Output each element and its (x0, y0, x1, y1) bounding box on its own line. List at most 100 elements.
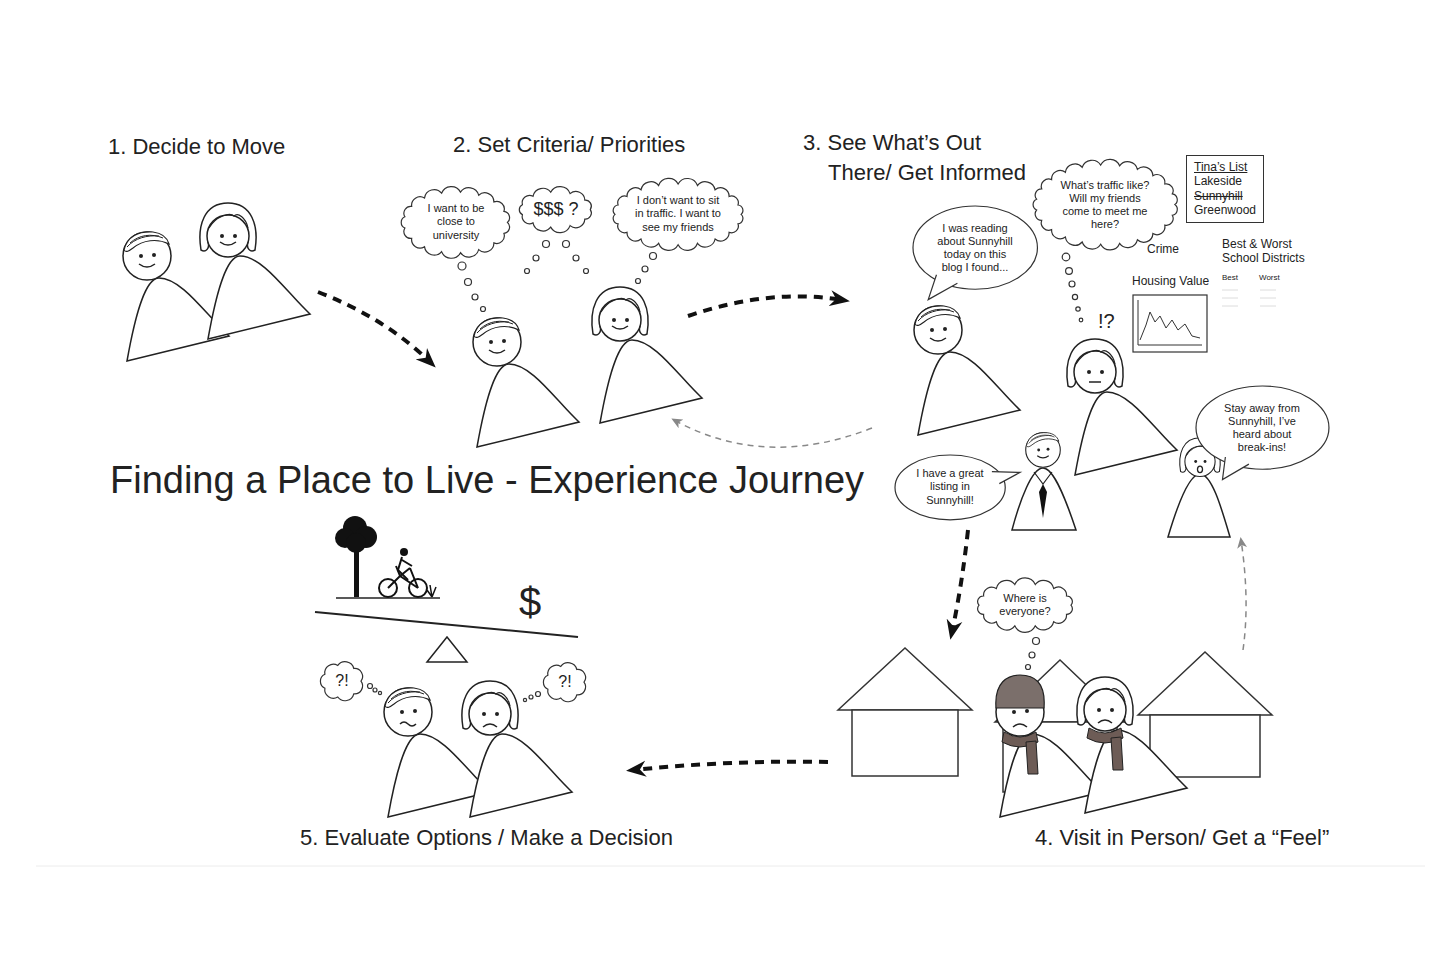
speech-tail (1222, 457, 1248, 480)
chart-sketch (1138, 300, 1202, 345)
thought-trail (563, 241, 570, 248)
thought-trail (1072, 294, 1077, 299)
speech-tail (928, 275, 957, 300)
chart-label: Best & Worst School Districts (1222, 237, 1312, 266)
house (838, 648, 972, 710)
person-figure (914, 306, 962, 354)
thought-bubble: ?! (541, 661, 589, 703)
list-box: Tina’s ListLakesideSunnyhillGreenwood (1186, 155, 1264, 223)
thought-trail (636, 279, 641, 284)
balance-scale (388, 566, 418, 588)
thought-bubble: I don’t want to sit in traffic. I want t… (610, 179, 746, 250)
speech-bubble: Stay away from Sunnyhill, I’ve heard abo… (1195, 385, 1330, 470)
thought-trail (573, 255, 579, 261)
visitor-figure (1077, 677, 1187, 813)
diagram-title: Finding a Place to Live - Experience Jou… (110, 458, 864, 502)
speech-outline (1196, 386, 1329, 469)
bubble-text: I don’t want to sit in traffic. I want t… (635, 194, 721, 234)
speech-bubble: I have a great listing in Sunnyhill! (894, 454, 1006, 521)
person-figure (208, 256, 310, 339)
bubble-text: ?! (558, 672, 571, 691)
person-figure (470, 734, 572, 817)
journey-arrow (634, 762, 828, 770)
person-figure (400, 722, 416, 726)
visitor-figure (1002, 732, 1038, 774)
chart-sketch (1260, 290, 1276, 291)
thought-trail (523, 698, 526, 701)
friend-figure (1197, 466, 1202, 472)
thought-trail (533, 255, 539, 261)
person-figure (477, 364, 579, 447)
balance-scale (354, 545, 359, 597)
balance-scale (335, 516, 377, 597)
speech-tail (992, 471, 1020, 483)
speech-outline (895, 455, 1005, 520)
speech-outline (913, 206, 1037, 289)
thought-trail (1076, 307, 1080, 311)
person-figure (200, 203, 310, 339)
step-heading: 1. Decide to Move (108, 134, 285, 160)
chart-label: Housing Value (1132, 274, 1209, 288)
person-figure (473, 318, 521, 366)
thought-trail (368, 684, 373, 689)
person-figure (1075, 392, 1177, 475)
cloud-outline (320, 661, 362, 700)
chart-sketch (1133, 290, 1276, 352)
column-label: Best (1222, 273, 1238, 283)
visitor-figure (1098, 720, 1112, 723)
step-heading: 3. See What’s Out There/ Get Informed (803, 128, 1038, 188)
person-figure (123, 232, 171, 280)
bubble-text: ?! (335, 671, 348, 690)
bubble-text: I have a great listing in Sunnyhill! (914, 467, 986, 507)
person-figure (489, 350, 505, 353)
thought-trail (1066, 268, 1073, 275)
thought-trail (1079, 318, 1083, 322)
bubble-text: Where is everyone? (994, 592, 1056, 618)
salesman-figure (1012, 433, 1076, 530)
person-figure (139, 264, 155, 267)
person-figure (473, 318, 579, 447)
bubble-content: I want to be close to university (421, 202, 491, 242)
friend-figure (1168, 474, 1230, 537)
thought-trail (536, 692, 541, 697)
loop-back-arrow (1241, 540, 1246, 650)
bubble-text: I was reading about Sunnyhill today on t… (934, 222, 1016, 275)
person-figure (1067, 339, 1123, 393)
person-figure (1067, 339, 1177, 475)
visitor-figure (1077, 677, 1133, 731)
person-figure (462, 681, 518, 735)
bubble-content: ?! (335, 671, 348, 690)
person-figure (600, 340, 702, 423)
bubble-text: What’s traffic like? Will my friends com… (1057, 179, 1152, 232)
bubble-content: I don’t want to sit in traffic. I want t… (635, 194, 721, 234)
person-figure (918, 352, 1020, 435)
loop-back-arrow (674, 420, 872, 447)
house (852, 710, 958, 776)
bubble-content: What’s traffic like? Will my friends com… (1057, 179, 1152, 232)
cloud-outline (402, 186, 510, 258)
chart-label: Crime (1147, 242, 1179, 256)
cloud-outline (543, 662, 585, 701)
thought-trail (529, 695, 533, 699)
bubble-text: $$$ ? (533, 199, 578, 221)
person-figure (930, 338, 946, 341)
thought-bubble: What’s traffic like? Will my friends com… (1031, 160, 1180, 249)
step-heading: 5. Evaluate Options / Make a Decision (300, 825, 673, 851)
list-item: Sunnyhill (1194, 189, 1256, 203)
thought-trail (378, 691, 381, 694)
balance-scale (379, 557, 436, 597)
money-symbol: $ (519, 578, 541, 626)
separator-line (36, 866, 1425, 867)
thought-trail (1033, 638, 1040, 645)
balance-scale (427, 637, 467, 662)
house (1138, 652, 1272, 715)
person-figure (384, 681, 572, 817)
person-figure (612, 326, 628, 329)
salesman-figure (1039, 484, 1047, 518)
salesman-figure (1012, 468, 1076, 530)
thought-trail (642, 266, 648, 272)
chart-sketch (1140, 312, 1200, 340)
thought-trail (525, 269, 530, 274)
chart-sketch (1222, 306, 1238, 307)
